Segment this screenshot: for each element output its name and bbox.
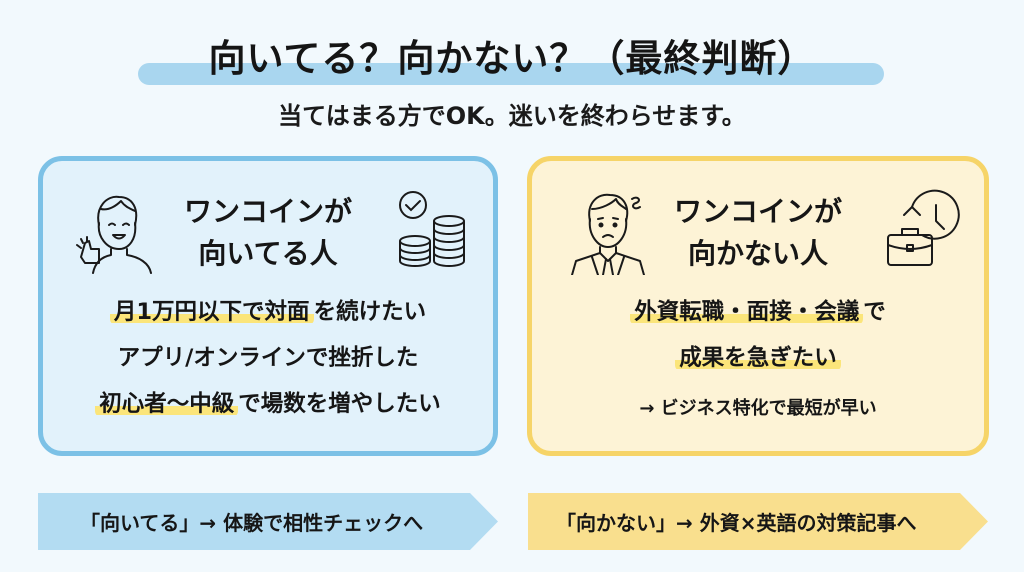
criteria-text: アプリ/オンラインで挫折した (117, 345, 419, 371)
card-title-line-1: ワンコインが (673, 195, 842, 228)
card-header: ワンコインが 向かない人 (532, 179, 984, 279)
suited-cta-banner[interactable]: 「向いてる」→ 体験で相性チェックへ (38, 493, 498, 550)
card-title: ワンコインが 向かない人 (532, 191, 984, 275)
card-header: ワンコインが 向いてる人 (43, 179, 493, 279)
highlighted-text: 初心者〜中級 (95, 391, 239, 417)
criteria-text: で場数を増やしたい (238, 391, 441, 417)
criteria-line: 成果を急ぎたい (532, 335, 984, 381)
criteria-line: 外資転職・面接・会議で (532, 289, 984, 335)
criteria-text: を続けたい (313, 299, 427, 325)
card-title: ワンコインが 向いてる人 (43, 191, 493, 275)
recommendation-note: → ビジネス特化で最短が早い (639, 398, 877, 419)
highlighted-text: 外資転職・面接・会議 (630, 299, 864, 325)
criteria-text: で (863, 299, 886, 325)
confused-businessman-icon (568, 187, 652, 275)
page-title: 向いてる？向かない？（最終判断） (208, 37, 816, 80)
not-suited-cta-banner[interactable]: 「向かない」→ 外資×英語の対策記事へ (528, 493, 988, 550)
suited-criteria-list: 月1万円以下で対面を続けたい アプリ/オンラインで挫折した 初心者〜中級で場数を… (43, 289, 493, 427)
banner-label: 「向かない」→ 外資×英語の対策記事へ (556, 511, 917, 535)
coins-check-icon (395, 191, 469, 271)
briefcase-clock-icon (884, 189, 964, 271)
card-title-line-2: 向かない人 (687, 237, 828, 270)
criteria-line: アプリ/オンラインで挫折した (43, 335, 493, 381)
highlighted-text: 成果を急ぎたい (675, 345, 841, 371)
criteria-line: 初心者〜中級で場数を増やしたい (43, 381, 493, 427)
thumbs-up-person-icon (73, 187, 157, 275)
not-suited-criteria-list: 外資転職・面接・会議で 成果を急ぎたい → ビジネス特化で最短が早い (532, 289, 984, 429)
title-underline-bar (138, 63, 884, 85)
suited-card: ワンコインが 向いてる人 月1万円以下で対面を続けたい アプリ/オンラインで挫折… (38, 156, 498, 456)
highlighted-text: 月1万円以下で対面 (109, 299, 314, 325)
page-subtitle: 当てはまる方でOK。迷いを終わらせます。 (278, 102, 746, 130)
banner-label: 「向いてる」→ 体験で相性チェックへ (80, 511, 424, 535)
card-title-line-2: 向いてる人 (198, 237, 338, 270)
not-suited-card: ワンコインが 向かない人 外資転職・面接・会議で 成果を急ぎたい → ビジネス特… (527, 156, 989, 456)
card-title-line-1: ワンコインが (183, 195, 352, 228)
header: 向いてる？向かない？（最終判断） (0, 22, 1024, 92)
criteria-line: 月1万円以下で対面を続けたい (43, 289, 493, 335)
